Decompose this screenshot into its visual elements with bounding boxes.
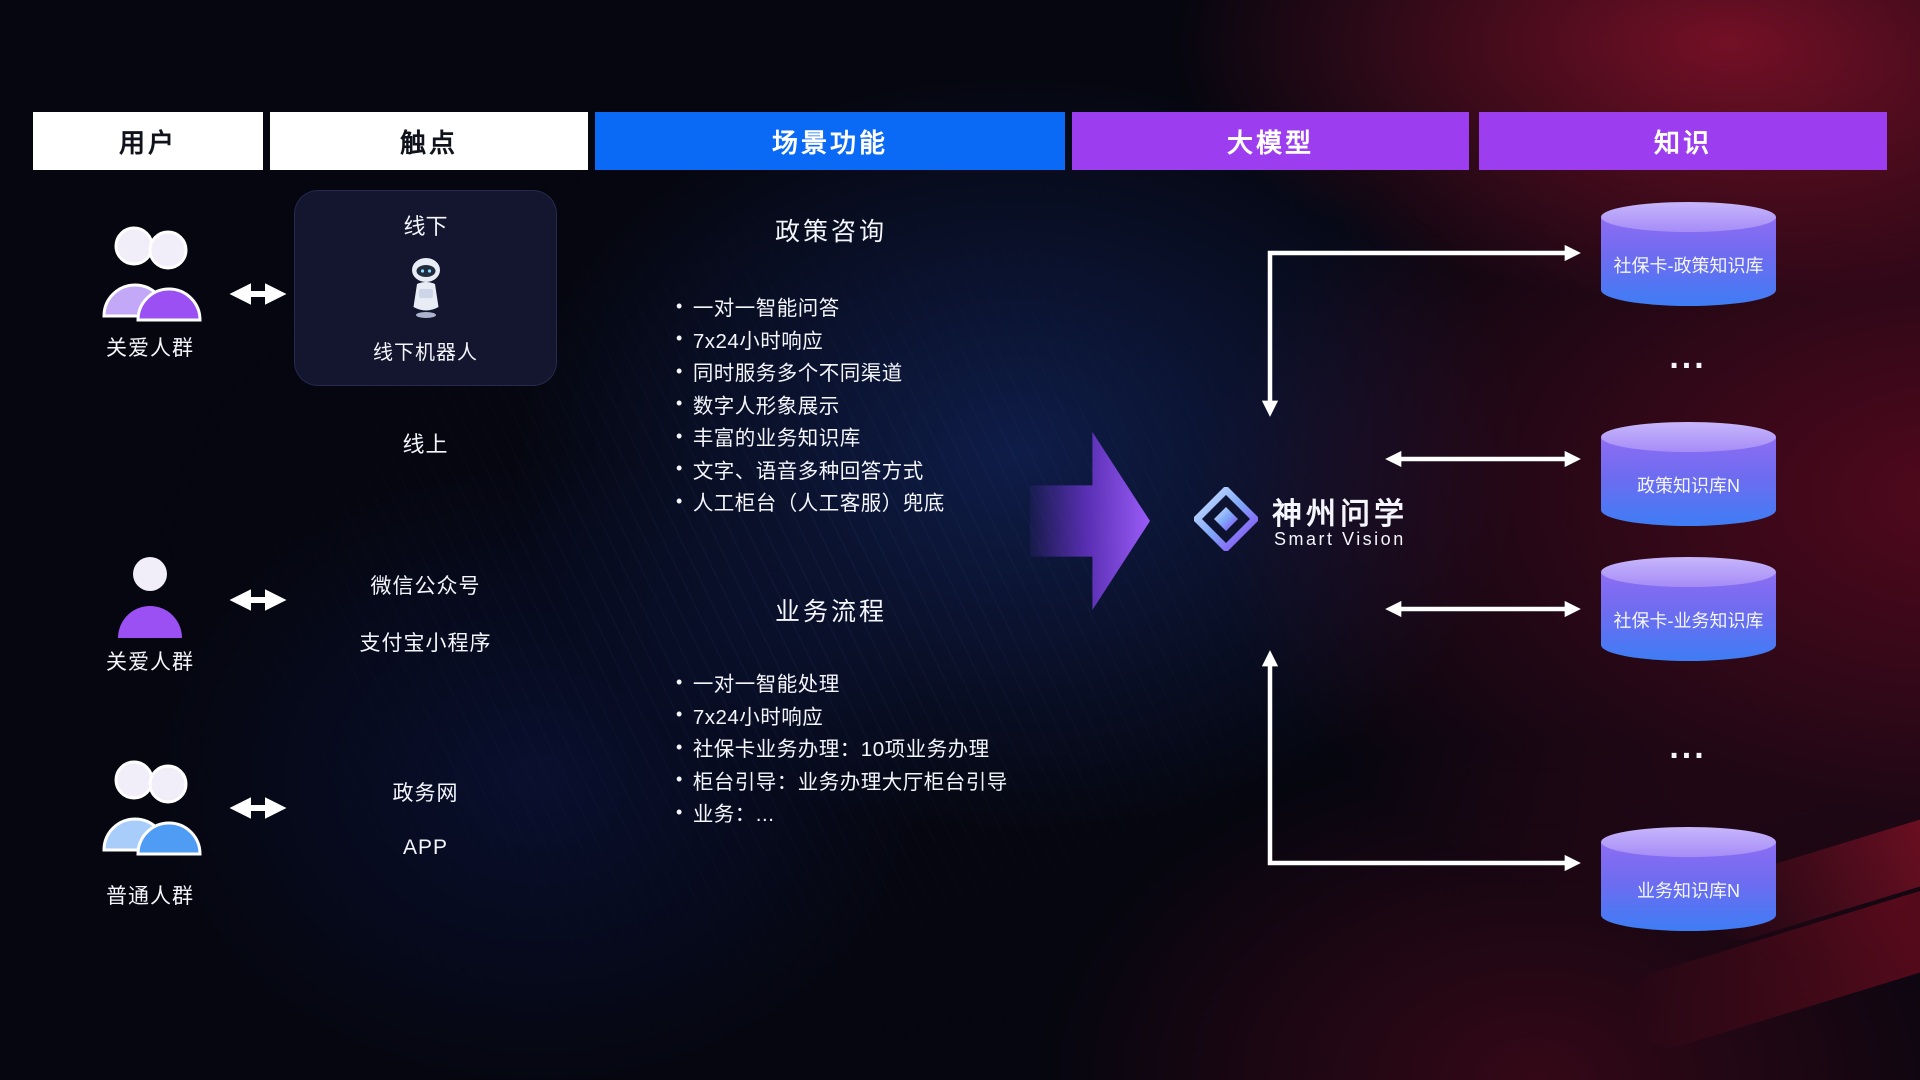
database-icon-business-sscard: 社保卡-业务知识库 [1601,557,1776,661]
database-label: 社保卡-政策知识库 [1613,255,1764,276]
database-icon-policy-sscard: 社保卡-政策知识库 [1601,202,1776,306]
header-scene-functions: 场景功能 [595,112,1065,170]
brand-subtitle: Smart Vision [1274,529,1406,549]
channel-gov-web: 政务网 [392,782,459,805]
user-single-icon-purple [118,557,182,638]
policy-item: 一对一智能问答 [676,290,945,323]
policy-item: 同时服务多个不同渠道 [676,355,945,388]
header-knowledge: 知识 [1479,112,1887,170]
header-users: 用户 [33,112,263,170]
user-single-label: 关爱人群 [106,651,194,674]
policy-consult-list: 一对一智能问答 7x24小时响应 同时服务多个不同渠道 数字人形象展示 丰富的业… [676,290,945,518]
offline-touchpoint-card: 线下 线下机器人 [294,190,557,386]
database-icon-business-n: 业务知识库N [1601,827,1776,931]
brand-name: 神州问学 [1272,498,1408,531]
flow-arrow-icon [1030,432,1150,610]
header-large-model: 大模型 [1072,112,1469,170]
policy-item: 7x24小时响应 [676,323,945,356]
brand-diamond-icon [1194,487,1258,551]
ellipsis-policy: ... [1669,338,1707,376]
database-label: 业务知识库N [1637,880,1740,901]
business-process-list: 一对一智能处理 7x24小时响应 社保卡业务办理：10项业务办理 柜台引导：业务… [676,666,1008,829]
policy-item: 文字、语音多种回答方式 [676,453,945,486]
user-normal-label: 普通人群 [106,885,194,908]
channel-app: APP [402,836,449,859]
policy-consult-title: 政策咨询 [774,218,887,246]
user-group-label: 关爱人群 [106,337,194,360]
database-top [1601,557,1776,587]
arrow-model-db1 [1261,244,1581,417]
database-top [1601,202,1776,232]
policy-item: 丰富的业务知识库 [676,420,945,453]
business-item: 一对一智能处理 [676,666,1008,699]
ellipsis-business: ... [1669,728,1707,766]
users-group-icon-blue [102,760,202,856]
channel-alipay: 支付宝小程序 [359,632,492,655]
policy-item: 人工柜台（人工客服）兜底 [676,485,945,518]
database-icon-policy-n: 政策知识库N [1601,422,1776,526]
database-label: 社保卡-业务知识库 [1613,610,1764,631]
header-touchpoints: 触点 [270,112,588,170]
business-item: 社保卡业务办理：10项业务办理 [676,731,1008,764]
robot-icon [411,257,440,318]
database-top [1601,422,1776,452]
policy-item: 数字人形象展示 [676,388,945,421]
users-group-icon-purple [102,226,202,322]
channel-wechat: 微信公众号 [370,575,481,598]
database-top [1601,827,1776,857]
business-item: 柜台引导：业务办理大厅柜台引导 [676,764,1008,797]
online-label: 线上 [402,432,449,457]
database-label: 政策知识库N [1637,475,1740,496]
offline-robot-caption: 线下机器人 [373,342,478,364]
business-item: 7x24小时响应 [676,699,1008,732]
business-item: 业务：... [676,796,1008,829]
offline-label: 线下 [403,214,448,239]
business-process-title: 业务流程 [774,598,887,626]
arrow-model-db4 [1261,650,1581,872]
